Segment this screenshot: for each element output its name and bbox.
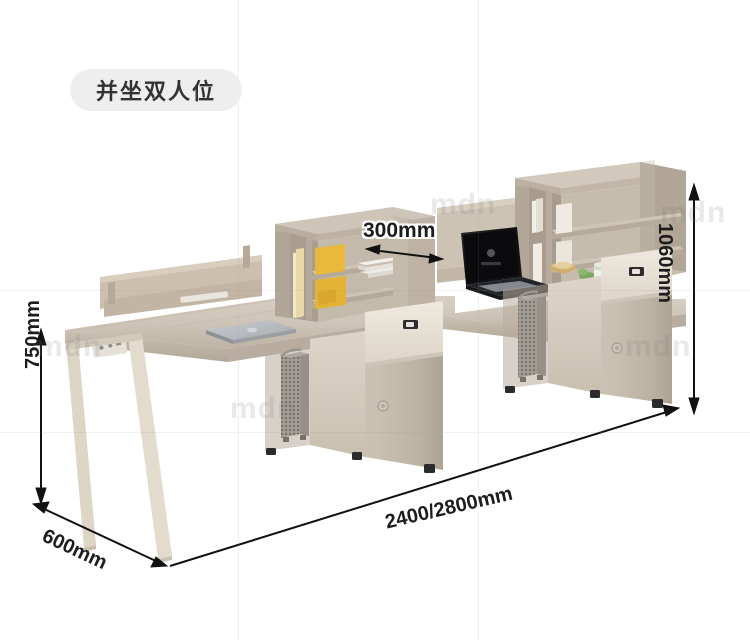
- desk-basket: [550, 261, 576, 274]
- hutch-books-yellow: [293, 244, 346, 318]
- dimension-arrow-300: [364, 244, 445, 264]
- product-type-badge: 并坐双人位: [70, 69, 243, 111]
- dimension-label-shelf-depth: 300mm: [363, 219, 436, 242]
- left-silver-laptop: [206, 320, 296, 344]
- dimension-arrow-600: [31, 501, 169, 568]
- dimension-arrow-1060: [688, 182, 700, 416]
- left-drawer: [365, 301, 443, 367]
- dimension-label-desk-height: 750mm: [22, 300, 44, 369]
- dimension-arrow-2400: [169, 404, 681, 567]
- dimension-lines: [31, 182, 700, 568]
- dimension-arrow-750: [35, 327, 47, 506]
- dimension-label-overall-height: 1060mm: [654, 223, 676, 304]
- left-cable-tray: [180, 291, 229, 303]
- a-frame-legs: [66, 333, 172, 563]
- right-drawer: [601, 248, 672, 305]
